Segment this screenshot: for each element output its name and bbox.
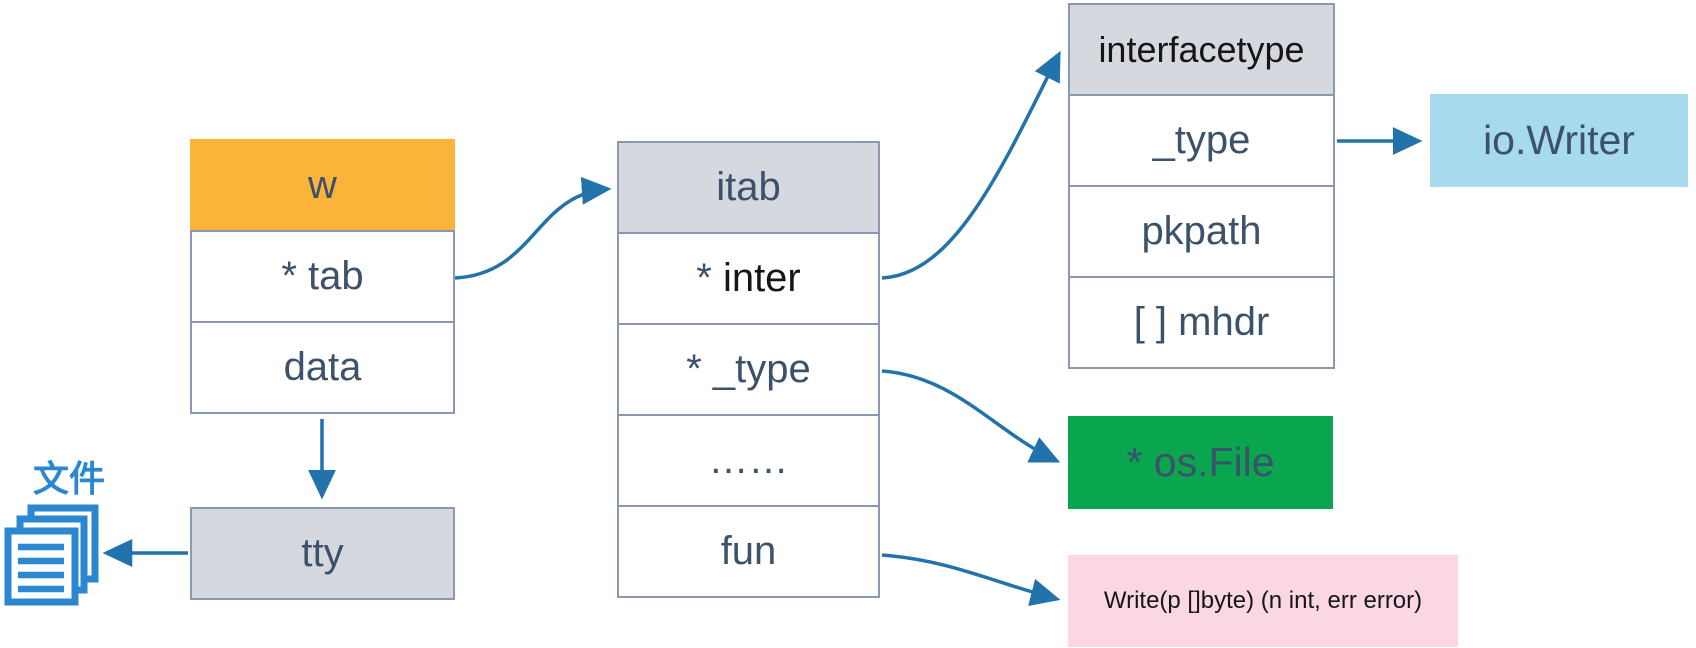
itab-row-inter: * inter [617, 232, 880, 325]
interfacetype-row-mhdr: [ ] mhdr [1068, 276, 1335, 369]
interfacetype-row-pkpath: pkpath [1068, 185, 1335, 278]
itab-header: itab [617, 141, 880, 234]
w-struct: w * tab data [190, 139, 455, 414]
files-icon [4, 504, 99, 606]
file-label: 文件 [33, 458, 106, 499]
arrow-inter-to-interfacetype [881, 50, 1061, 280]
w-row-tab: * tab [190, 230, 455, 323]
itab-inter-star: * [696, 256, 723, 300]
arrow-itabtype-to-osfile [881, 369, 1061, 463]
arrow-fun-to-write [881, 553, 1061, 606]
io-writer-box: io.Writer [1430, 94, 1688, 187]
w-header: w [190, 139, 455, 232]
interfacetype-row-type: _type [1068, 94, 1335, 187]
interfacetype-header: interfacetype [1068, 3, 1335, 96]
arrow-tab-to-itab [454, 176, 612, 280]
itab-struct: itab * inter * _type …… fun [617, 141, 880, 598]
tty-box: tty [190, 507, 455, 600]
itab-row-fun: fun [617, 505, 880, 598]
itab-row-type: * _type [617, 323, 880, 416]
w-row-data: data [190, 321, 455, 414]
interfacetype-struct: interfacetype _type pkpath [ ] mhdr [1068, 3, 1335, 369]
write-signature-box: Write(p []byte) (n int, err error) [1068, 555, 1458, 647]
itab-inter-word: inter [722, 256, 801, 300]
tty-struct: tty [190, 507, 455, 600]
itab-row-dots: …… [617, 414, 880, 507]
os-file-box: * os.File [1068, 416, 1333, 509]
